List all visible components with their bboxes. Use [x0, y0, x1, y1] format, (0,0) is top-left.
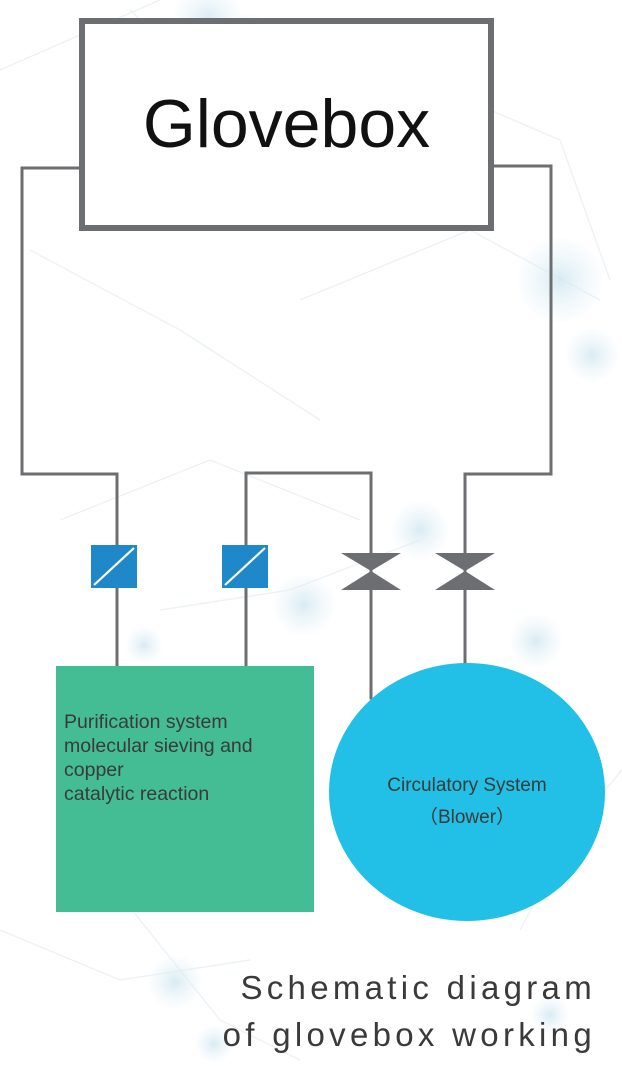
purification-line-4: catalytic reaction: [64, 783, 210, 805]
purification-system-box: Purification system molecular sieving an…: [56, 666, 314, 912]
gate-valve-icon: [341, 571, 401, 590]
circulatory-line-2: （Blower）: [418, 807, 516, 828]
left-return-pipe: [20, 166, 119, 668]
purification-line-1: Purification system: [64, 711, 228, 733]
glovebox-box: Glovebox: [79, 18, 494, 231]
right-supply-pipe: [463, 164, 553, 665]
circulatory-line-1: Circulatory System: [387, 775, 547, 796]
diagram-caption: Schematic diagram of glovebox working: [96, 964, 596, 1058]
gate-valve-right[interactable]: [435, 553, 495, 590]
purification-description: Purification system molecular sieving an…: [64, 710, 310, 806]
filter-valve-left[interactable]: [91, 545, 137, 588]
purification-line-2: molecular sieving and: [64, 735, 253, 757]
purification-line-3: copper: [64, 759, 124, 781]
circulatory-system-circle: Circulatory System （Blower）: [329, 663, 605, 921]
glovebox-label: Glovebox: [142, 86, 431, 162]
circulatory-description: Circulatory System （Blower）: [329, 770, 605, 834]
gate-valve-icon: [341, 553, 401, 571]
pipe-network: [20, 164, 553, 700]
caption-line-2: of glovebox working: [222, 1016, 596, 1053]
caption-line-1: Schematic diagram: [240, 969, 596, 1006]
gate-valve-left[interactable]: [341, 553, 401, 590]
filter-slash-icon: [93, 547, 135, 586]
gate-valve-icon: [435, 553, 495, 571]
gate-valve-icon: [435, 571, 495, 590]
filter-valve-middle[interactable]: [222, 545, 268, 588]
filter-slash-icon: [224, 547, 266, 586]
